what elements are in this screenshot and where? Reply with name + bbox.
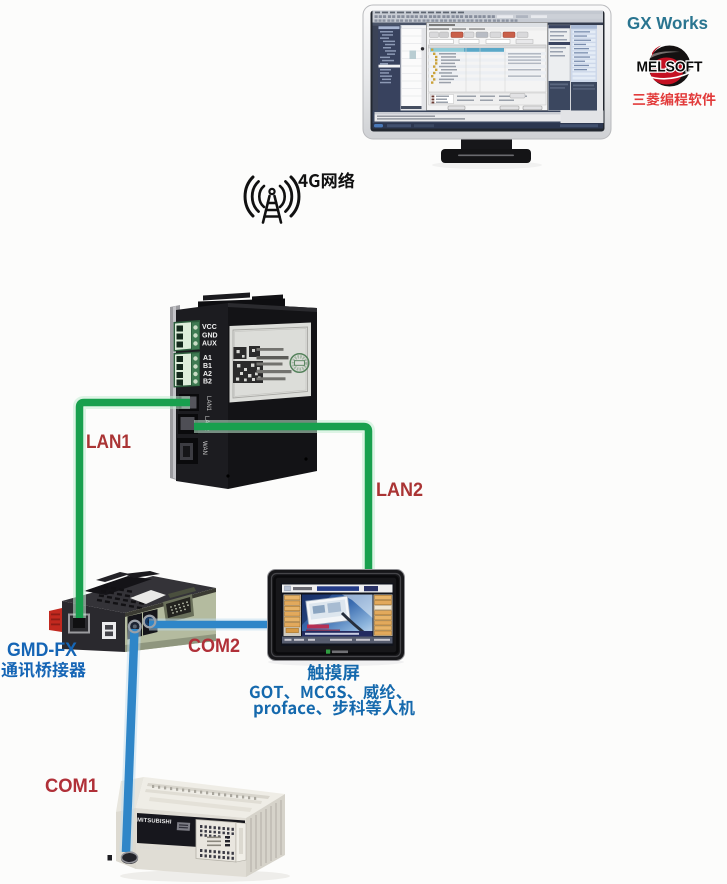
svg-text:AUX: AUX xyxy=(202,341,217,348)
svg-text:COM2: COM2 xyxy=(188,635,240,657)
svg-text:MITSUBISHI: MITSUBISHI xyxy=(137,818,172,826)
svg-text:B1: B1 xyxy=(203,363,212,370)
svg-text:COM1: COM1 xyxy=(45,775,98,797)
svg-text:A1: A1 xyxy=(203,355,212,362)
svg-text:GMD-FX: GMD-FX xyxy=(7,640,77,661)
svg-text:LAN1: LAN1 xyxy=(86,432,131,453)
svg-text:MELSOFT: MELSOFT xyxy=(637,59,703,76)
svg-text:A2: A2 xyxy=(203,371,212,378)
svg-text:VCC: VCC xyxy=(202,324,217,331)
svg-text:FX3U-32M: FX3U-32M xyxy=(140,845,161,851)
svg-text:LAN2: LAN2 xyxy=(376,480,423,501)
svg-text:GX Works: GX Works xyxy=(627,13,708,33)
svg-text:GND: GND xyxy=(202,333,218,340)
svg-text:B2: B2 xyxy=(203,379,212,386)
svg-text:LAN1: LAN1 xyxy=(205,396,211,412)
svg-text:WAN: WAN xyxy=(201,441,207,455)
